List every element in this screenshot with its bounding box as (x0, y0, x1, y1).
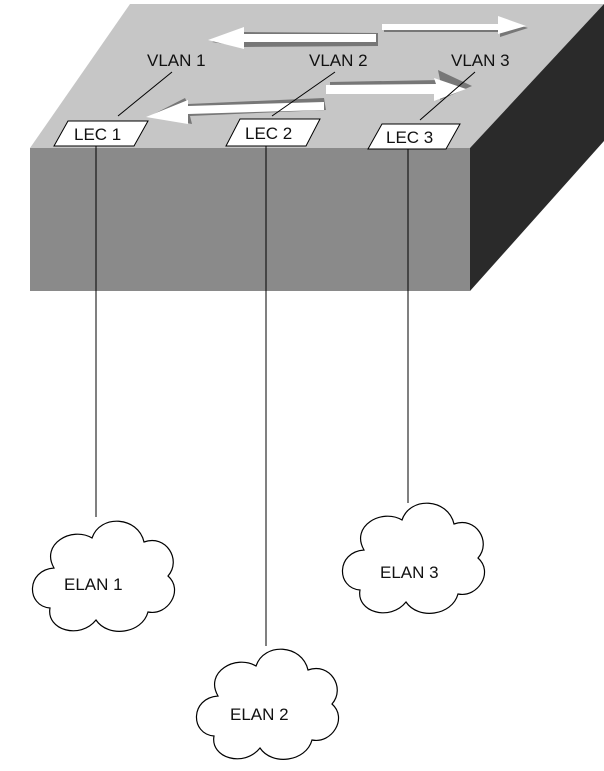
elan-3-cloud: ELAN 3 (341, 502, 486, 614)
elan-1-cloud: ELAN 1 (31, 520, 176, 632)
vlan-leader-lines (117, 71, 476, 121)
arrow-upper-right (382, 16, 528, 37)
lec-3-label: LEC 3 (386, 128, 433, 147)
lec-3-tag: LEC 3 (367, 123, 461, 150)
vlan-1-leader (117, 71, 173, 117)
lec-tags: LEC 1 LEC 2 LEC 3 (53, 118, 461, 150)
atm-switch (30, 4, 604, 291)
lec-1-label: LEC 1 (74, 125, 121, 144)
elan-connections (95, 146, 409, 646)
traffic-arrows (146, 16, 528, 124)
vlan-3-leader (419, 71, 476, 121)
lec-2-tag: LEC 2 (225, 118, 321, 147)
arrow-upper-left (208, 27, 378, 49)
switch-side-face (470, 4, 604, 291)
elan-2-label: ELAN 2 (230, 705, 289, 724)
elan-1-label: ELAN 1 (64, 575, 123, 594)
lec-1-tag: LEC 1 (53, 120, 149, 147)
arrow-lower-left (146, 98, 326, 124)
vlan-3-label: VLAN 3 (451, 51, 510, 70)
vlan-labels: VLAN 1 VLAN 2 VLAN 3 (147, 51, 510, 70)
switch-front-face (30, 148, 470, 291)
lec-2-label: LEC 2 (245, 124, 292, 143)
elan-3-label: ELAN 3 (380, 563, 439, 582)
vlan-2-leader (271, 71, 336, 117)
vlan-2-label: VLAN 2 (309, 51, 368, 70)
arrow-middle-right (326, 70, 472, 101)
elan-2-cloud: ELAN 2 (195, 648, 340, 760)
vlan-1-label: VLAN 1 (147, 51, 206, 70)
